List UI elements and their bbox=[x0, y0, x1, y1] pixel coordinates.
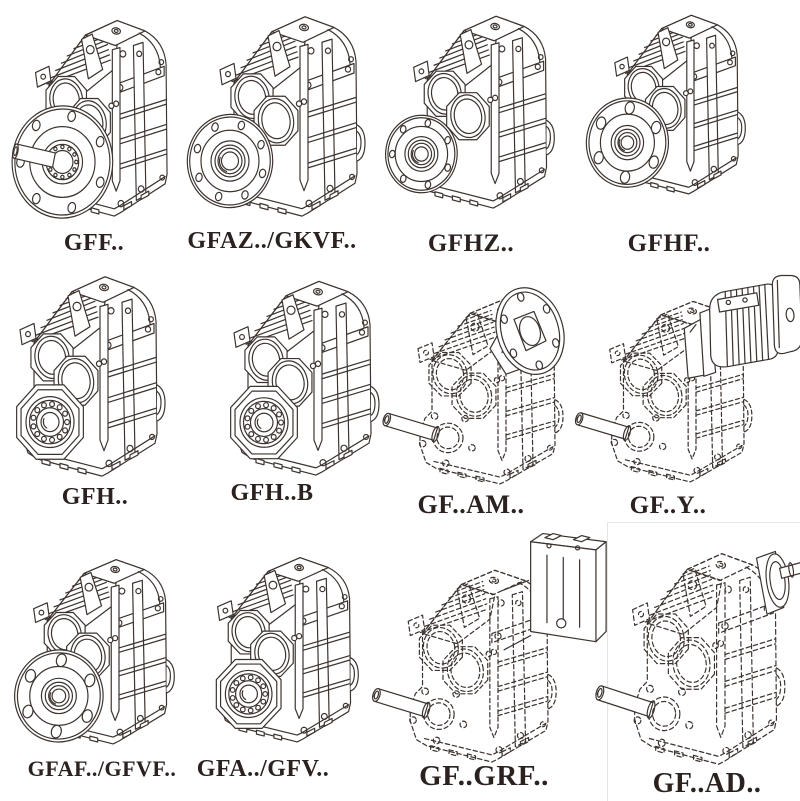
cell-frame bbox=[607, 522, 800, 801]
gearbox-drawing-gfam bbox=[382, 287, 565, 485]
gearbox-drawing-gfad bbox=[595, 550, 800, 765]
gearbox-drawing-gfagfv bbox=[215, 557, 359, 743]
model-label-gfgrf: GF..GRF.. bbox=[419, 760, 549, 792]
model-label-gff: GFF.. bbox=[63, 230, 125, 256]
catalog-cell-gfad: GF..AD.. bbox=[595, 530, 800, 800]
catalog-cell-gfafgfvf: GFAF../GFVF.. bbox=[0, 530, 200, 800]
model-label-gfhb: GFH..B bbox=[230, 480, 314, 506]
model-label-gfhf: GFHF.. bbox=[627, 230, 711, 257]
catalog-cell-gfhz: GFHZ.. bbox=[385, 0, 600, 260]
catalog-cell-gfh: GFH.. bbox=[0, 260, 200, 530]
model-label-gfh: GFH.. bbox=[61, 484, 129, 510]
gearbox-drawing-gfy bbox=[574, 274, 800, 483]
model-label-gfagfv: GFA../GFV.. bbox=[196, 756, 330, 782]
gearbox-drawing-gfazgkvf bbox=[186, 16, 366, 217]
gearbox-drawing-gff bbox=[11, 19, 168, 219]
catalog-cell-gfhb: GFH..B bbox=[200, 260, 400, 530]
gearbox-drawing-gfgrf bbox=[371, 532, 607, 763]
catalog-cell-gfhf: GFHF.. bbox=[585, 0, 800, 260]
gearbox-drawing-gfhb bbox=[230, 280, 380, 476]
model-label-gfam: GF..AM.. bbox=[417, 490, 525, 519]
gearbox-drawing-gfafgfvf bbox=[14, 559, 175, 745]
gearbox-drawing-gfh bbox=[16, 276, 166, 477]
catalog-cell-gfagfv: GFA../GFV.. bbox=[196, 530, 400, 800]
model-label-gfafgfvf: GFAF../GFVF.. bbox=[27, 756, 177, 781]
model-label-gfad: GF..AD.. bbox=[652, 768, 762, 799]
catalog-cell-gfazgkvf: GFAZ../GKVF.. bbox=[186, 0, 400, 260]
model-label-gfhz: GFHZ.. bbox=[427, 230, 515, 257]
catalog-cell-gff: GFF.. bbox=[0, 0, 200, 260]
catalog-cell-gfy: GF..Y.. bbox=[574, 260, 800, 530]
catalog-cell-gfgrf: GF..GRF.. bbox=[371, 530, 607, 800]
model-label-gfazgkvf: GFAZ../GKVF.. bbox=[187, 228, 357, 254]
catalog-cell-gfam: GF..AM.. bbox=[382, 260, 600, 530]
gearbox-drawing-gfhf bbox=[585, 14, 746, 195]
gearbox-drawing-gfhz bbox=[385, 15, 555, 209]
model-label-gfy: GF..Y.. bbox=[629, 492, 707, 519]
